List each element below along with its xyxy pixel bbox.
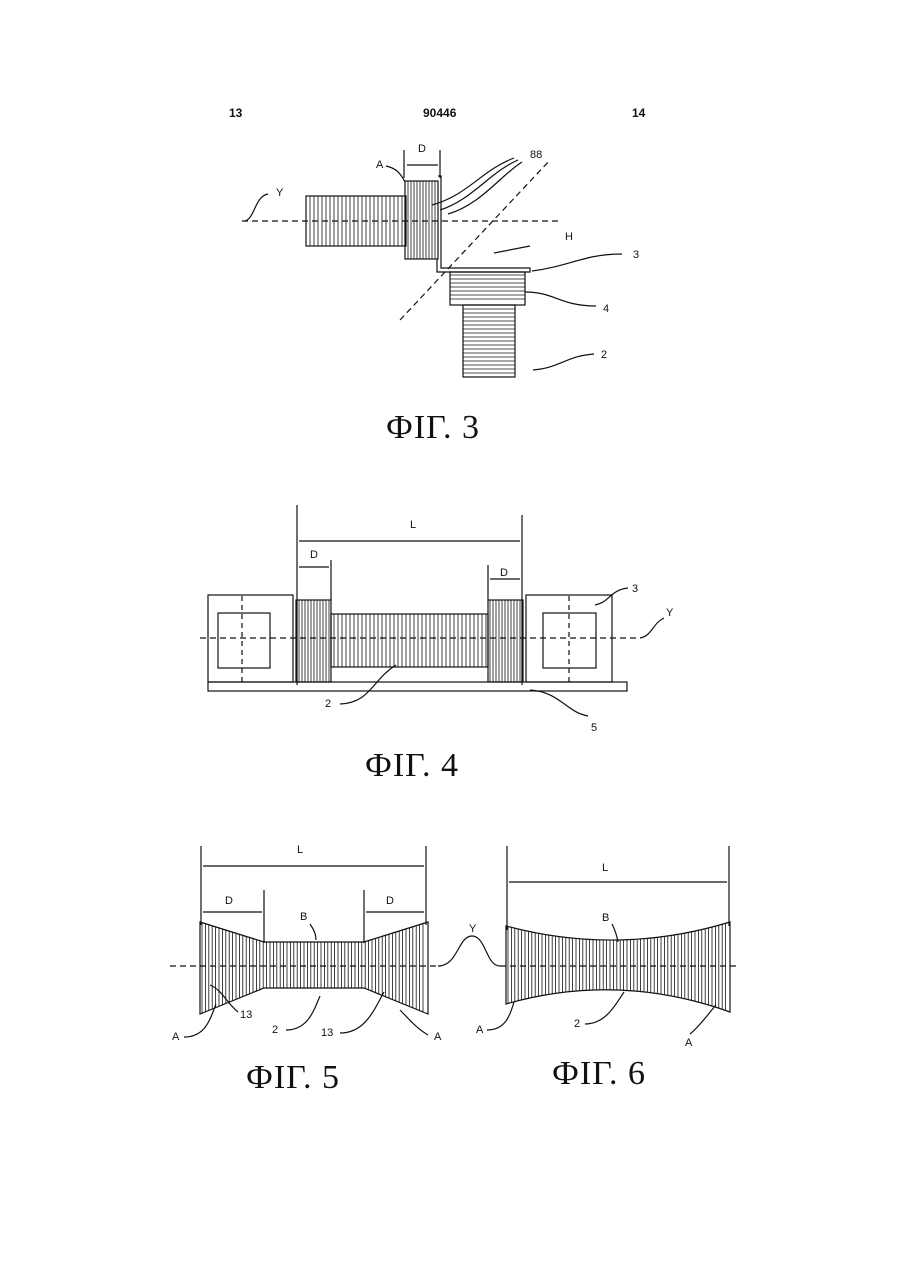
fig5-label-l: L — [297, 844, 303, 856]
fig6-label-l: L — [602, 862, 608, 874]
fig4-label-2: 2 — [325, 698, 331, 710]
fig6-label-b: B — [602, 912, 609, 924]
fig5-label-2: 2 — [272, 1024, 278, 1036]
fig3-label-a: A — [376, 159, 384, 171]
fig3-label-y: Y — [276, 187, 284, 199]
fig6-roll-outline — [506, 922, 730, 1012]
fig3-label-88: 88 — [530, 149, 542, 161]
fig3-label-h: H — [565, 231, 573, 243]
figure-4: L D D 3 Y 2 5 — [200, 505, 674, 734]
fig3-label-4: 4 — [603, 303, 609, 315]
fig6-label-a-right: A — [685, 1037, 693, 1049]
fig4-label-d-right: D — [500, 567, 508, 579]
fig4-label-3: 3 — [632, 583, 638, 595]
fig5-label-a-left: A — [172, 1031, 180, 1043]
fig3-plate — [437, 176, 530, 272]
fig4-label-5: 5 — [591, 722, 597, 734]
fig5-label-b: B — [300, 911, 307, 923]
fig5-label-13-right: 13 — [321, 1027, 333, 1039]
figure-3: A D Y 88 H 3 4 2 — [242, 143, 639, 377]
fig4-label-l: L — [410, 519, 416, 531]
fig4-label-y: Y — [666, 607, 674, 619]
fig6-label-a-left: A — [476, 1024, 484, 1036]
fig4-caption: ФІГ. 4 — [365, 747, 459, 785]
figure-5: L D D B Y A 13 2 13 A — [170, 844, 500, 1043]
fig5-label-d-right: D — [386, 895, 394, 907]
fig3-stack-upper — [450, 272, 525, 305]
fig3-caption: ФІГ. 3 — [386, 409, 480, 447]
fig5-label-d-left: D — [225, 895, 233, 907]
fig5-label-13-left: 13 — [240, 1009, 252, 1021]
fig6-caption: ФІГ. 6 — [552, 1055, 646, 1093]
figure-6: L B A 2 A — [476, 846, 740, 1049]
fig3-label-3: 3 — [633, 249, 639, 261]
fig4-roll-mid — [331, 614, 488, 667]
fig3-diagonal — [400, 160, 550, 320]
fig3-roll-end — [405, 181, 438, 259]
fig3-label-2: 2 — [601, 349, 607, 361]
fig6-label-2: 2 — [574, 1018, 580, 1030]
fig4-base — [208, 682, 627, 691]
fig3-label-d: D — [418, 143, 426, 155]
fig5-label-a-right: A — [434, 1031, 442, 1043]
fig5-label-y: Y — [469, 923, 477, 935]
fig4-label-d-left: D — [310, 549, 318, 561]
fig5-caption: ФІГ. 5 — [246, 1059, 340, 1097]
